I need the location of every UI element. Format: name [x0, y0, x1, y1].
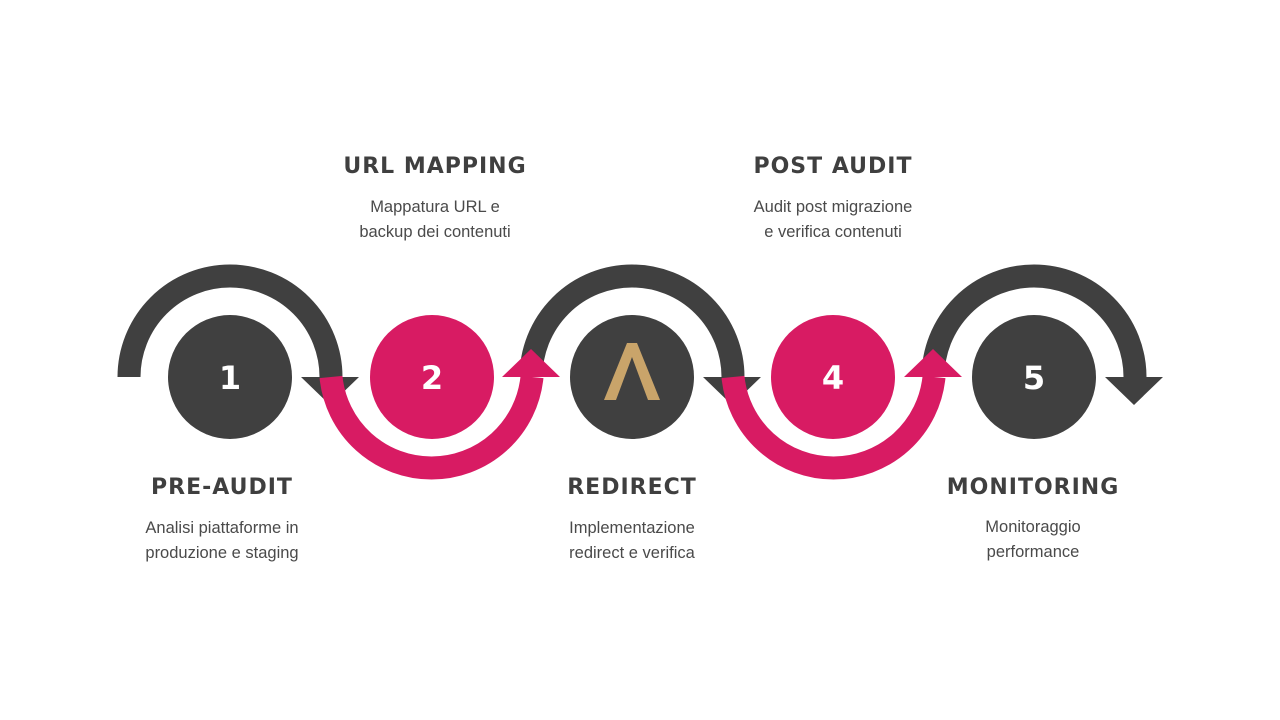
- arrowhead-down-5: [1105, 377, 1163, 405]
- step-5-number: 5: [1023, 359, 1045, 397]
- step-4-desc-line-2: e verifica contenuti: [764, 223, 902, 241]
- step-4-title: POST AUDIT: [753, 154, 913, 179]
- step-1-desc-line-2: produzione e staging: [145, 544, 299, 562]
- flow-arc-3: [519, 264, 745, 378]
- flow-arc-2: [319, 375, 544, 480]
- step-3-description: Implementazione redirect e verifica: [502, 516, 762, 566]
- step-5-node: 5: [972, 315, 1096, 439]
- step-3-desc-line-1: Implementazione: [569, 519, 695, 537]
- step-2-number: 2: [421, 359, 443, 397]
- step-4-description: Audit post migrazione e verifica contenu…: [703, 195, 963, 245]
- step-5-desc-line-1: Monitoraggio: [985, 518, 1081, 536]
- step-3-title: REDIRECT: [567, 475, 697, 500]
- step-3-desc-line-2: redirect e verifica: [569, 544, 695, 562]
- flow-arc-4: [721, 375, 946, 480]
- step-1-number: 1: [219, 359, 241, 397]
- step-5-title: MONITORING: [946, 475, 1120, 500]
- arrowhead-up-4: [904, 349, 962, 377]
- step-2-desc-line-2: backup dei contenuti: [359, 223, 511, 241]
- step-2-desc-line-1: Mappatura URL e: [370, 198, 500, 216]
- lambda-logo-icon: [604, 343, 660, 400]
- step-2-description: Mappatura URL e backup dei contenuti: [305, 195, 565, 245]
- step-1-node: 1: [168, 315, 292, 439]
- flow-arc-1: [117, 264, 343, 378]
- flow-arc-5: [921, 264, 1147, 378]
- step-4-number: 4: [822, 359, 844, 397]
- step-2-title: URL MAPPING: [343, 154, 527, 179]
- step-1-title: PRE-AUDIT: [151, 475, 293, 500]
- step-5-description: Monitoraggio performance: [903, 515, 1163, 565]
- step-1-description: Analisi piattaforme in produzione e stag…: [92, 516, 352, 566]
- step-3-node: [570, 315, 694, 439]
- arrowhead-up-2: [502, 349, 560, 377]
- step-2-node: 2: [370, 315, 494, 439]
- step-4-desc-line-1: Audit post migrazione: [753, 198, 913, 216]
- step-4-node: 4: [771, 315, 895, 439]
- step-1-desc-line-1: Analisi piattaforme in: [145, 519, 299, 537]
- step-5-desc-line-2: performance: [986, 543, 1080, 561]
